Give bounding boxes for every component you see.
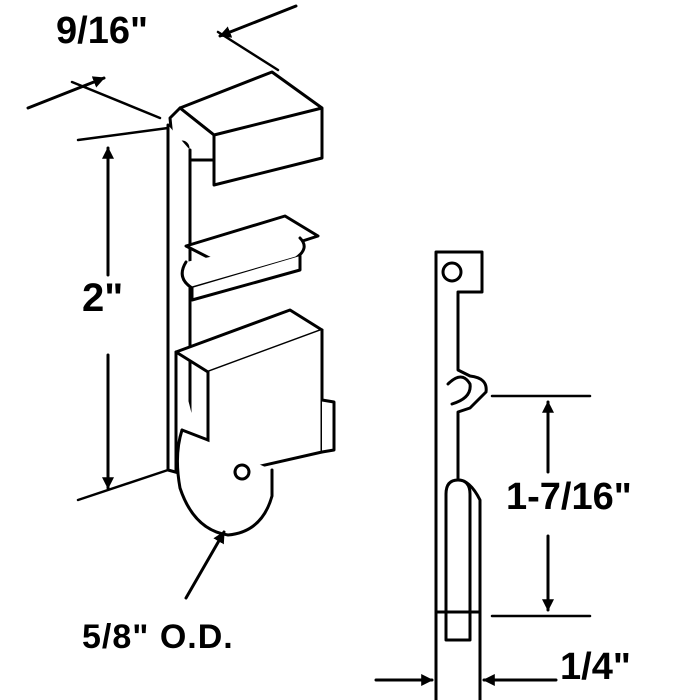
wheel [175,428,274,537]
thickness-label: 1/4" [560,646,631,688]
width-dimension [26,4,298,120]
axle-hole [233,463,251,481]
height-dimension [76,126,170,502]
spacing-dimension [490,394,592,618]
wheel-spacing-label: 1-7/16" [506,476,632,518]
wheel-dimension [184,530,226,600]
height-label: 2" [82,276,124,320]
wheel-diameter-label: 5/8" O.D. [82,618,234,656]
width-label: 9/16" [56,10,148,52]
roller-side-profile [434,250,488,700]
roller-assembly-isometric [166,70,336,537]
